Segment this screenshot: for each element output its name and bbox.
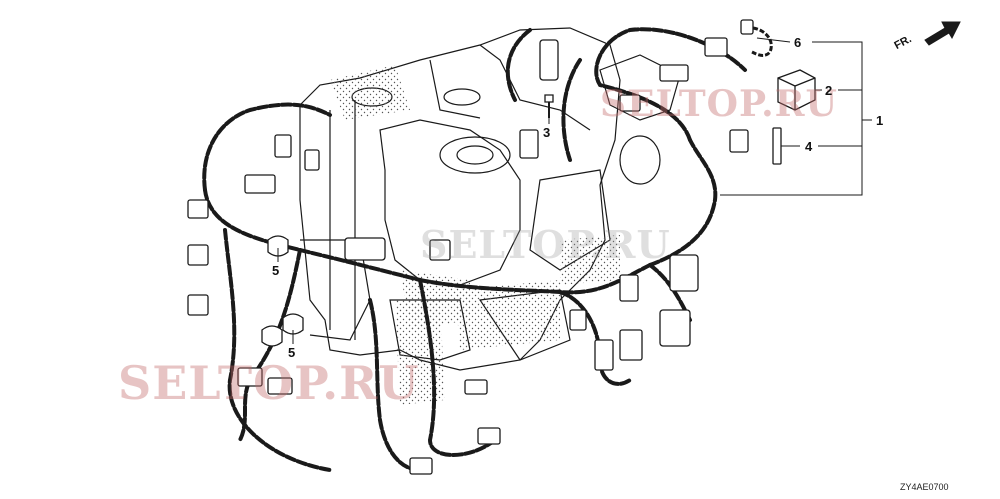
leader-lines: [277, 37, 872, 344]
clip-parts: [261, 235, 304, 347]
front-arrow-icon: [924, 21, 961, 46]
callout-5-lower: 5: [288, 345, 296, 360]
watermark-main: SELTOP.RU: [118, 356, 420, 410]
loose-parts: [544, 19, 816, 165]
callout-5-upper: 5: [272, 263, 280, 278]
callout-2: 2: [825, 83, 833, 98]
callout-3: 3: [543, 125, 551, 140]
diagram-code: ZY4AE0700: [900, 482, 949, 492]
callout-1: 1: [876, 113, 884, 128]
callout-4: 4: [805, 139, 813, 154]
connectors: [187, 37, 749, 475]
callout-6: 6: [794, 35, 802, 50]
watermark-center: SELTOP.RU: [420, 222, 671, 267]
watermark-top-right: SELTOP.RU: [600, 83, 838, 125]
